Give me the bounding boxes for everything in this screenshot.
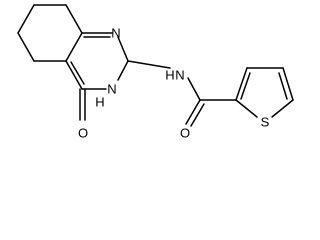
bond [65,60,83,90]
oxygen-atom-label: O [78,126,88,141]
atom-labels: N N H O N H O S [78,26,270,141]
hydrogen-atom-label: H [95,95,104,110]
bond [190,103,205,127]
bond [187,77,201,101]
cyclohexane-ring [17,4,83,62]
bond [185,99,201,125]
bond [65,4,83,34]
bond [127,60,171,69]
hydrogen-atom-label: H [165,68,174,83]
nitrogen-atom-label: N [111,26,120,41]
bond [240,72,251,100]
bond [70,61,85,85]
bond [17,32,35,62]
nitrogen-atom-label: N [175,68,184,83]
bond [271,99,294,118]
bond [117,60,129,81]
bond [282,67,294,101]
molecule-structure: N N H O N H O S [17,4,294,141]
bond [117,36,129,62]
oxygen-atom-label: O [180,126,190,141]
structure-canvas: N N H O N H O S [17,4,294,141]
bond [235,67,248,101]
nitrogen-atom-label: N [107,82,116,97]
bond [17,4,35,34]
thiophene-ring [235,67,294,118]
bond [65,32,83,62]
sulfur-atom-label: S [261,115,270,130]
bond [235,99,258,118]
pyrimidinone-ring [65,32,129,121]
bond [278,72,288,100]
amide-linker [127,60,237,127]
